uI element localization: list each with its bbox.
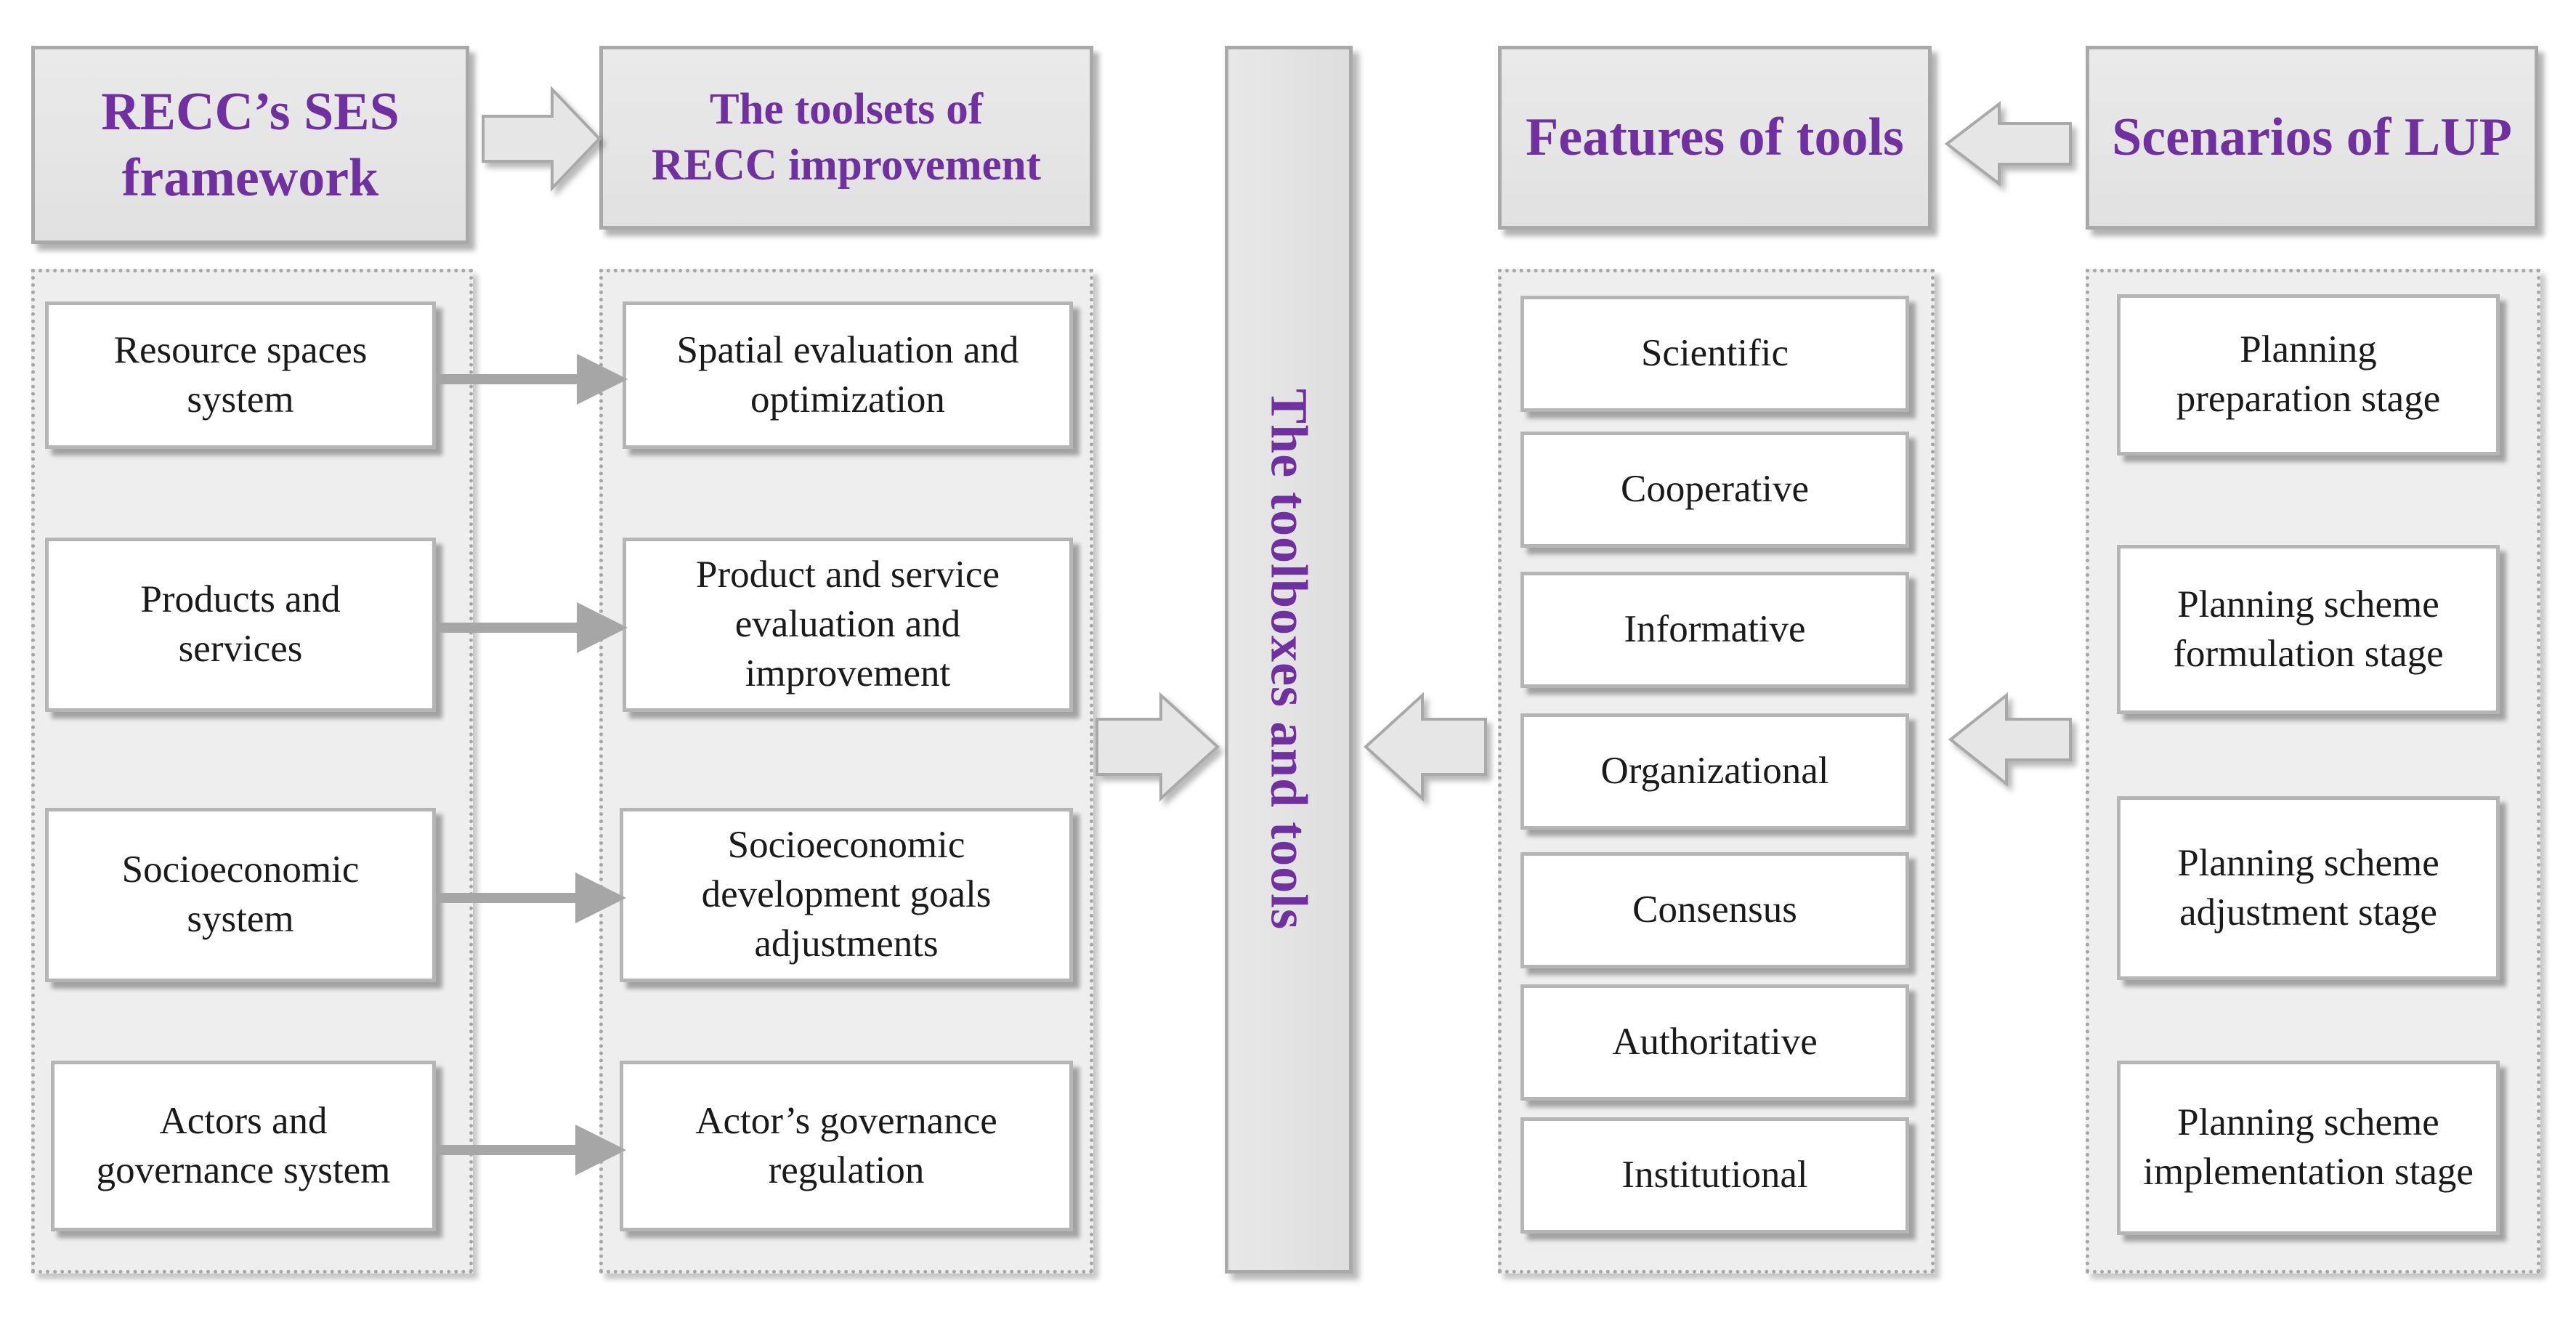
feature-informative: Informative — [1520, 572, 1909, 688]
toolsets-header: The toolsets of RECC improvement — [599, 46, 1093, 230]
feature-institutional: Institutional — [1520, 1117, 1909, 1234]
scenario-implementation-stage: Planning scheme implementation stage — [2117, 1061, 2500, 1235]
feature-scientific: Scientific — [1520, 296, 1909, 412]
scenario-adjustment-stage: Planning scheme adjustment stage — [2117, 796, 2500, 980]
toolboxes-and-tools-label: The toolboxes and tools — [1260, 389, 1319, 931]
toolset-socioeconomic-goals: Socioeconomic development goals adjustme… — [620, 808, 1073, 982]
scenario-preparation-stage: Planning preparation stage — [2117, 294, 2500, 455]
ses-item-socioeconomic: Socioeconomic system — [45, 808, 436, 982]
features-of-tools-header: Features of tools — [1498, 46, 1932, 230]
block-arrow-header-right — [482, 86, 602, 192]
scenario-formulation-stage: Planning scheme formulation stage — [2117, 545, 2500, 714]
feature-organizational: Organizational — [1520, 713, 1909, 830]
feature-cooperative: Cooperative — [1520, 432, 1909, 548]
toolset-product-service-evaluation: Product and service evaluation and impro… — [623, 538, 1073, 712]
block-arrow-header-left — [1944, 100, 2072, 187]
recc-ses-framework-header: RECC’s SES framework — [31, 46, 469, 244]
ses-item-products-services: Products and services — [45, 538, 436, 712]
ses-item-resource-spaces: Resource spaces system — [45, 301, 436, 449]
toolset-spatial-evaluation: Spatial evaluation and optimization — [623, 301, 1073, 449]
feature-authoritative: Authoritative — [1520, 984, 1909, 1101]
ses-item-actors-governance: Actors and governance system — [51, 1061, 436, 1231]
toolset-actors-governance-regulation: Actor’s governance regulation — [620, 1061, 1073, 1231]
block-arrow-features-to-center — [1364, 692, 1487, 802]
toolboxes-and-tools-bar: The toolboxes and tools — [1225, 46, 1353, 1274]
scenarios-of-lup-header: Scenarios of LUP — [2086, 46, 2538, 230]
feature-consensus: Consensus — [1520, 852, 1909, 968]
block-arrow-scenarios-to-features — [1948, 692, 2072, 787]
block-arrow-toolsets-to-center — [1095, 692, 1220, 802]
